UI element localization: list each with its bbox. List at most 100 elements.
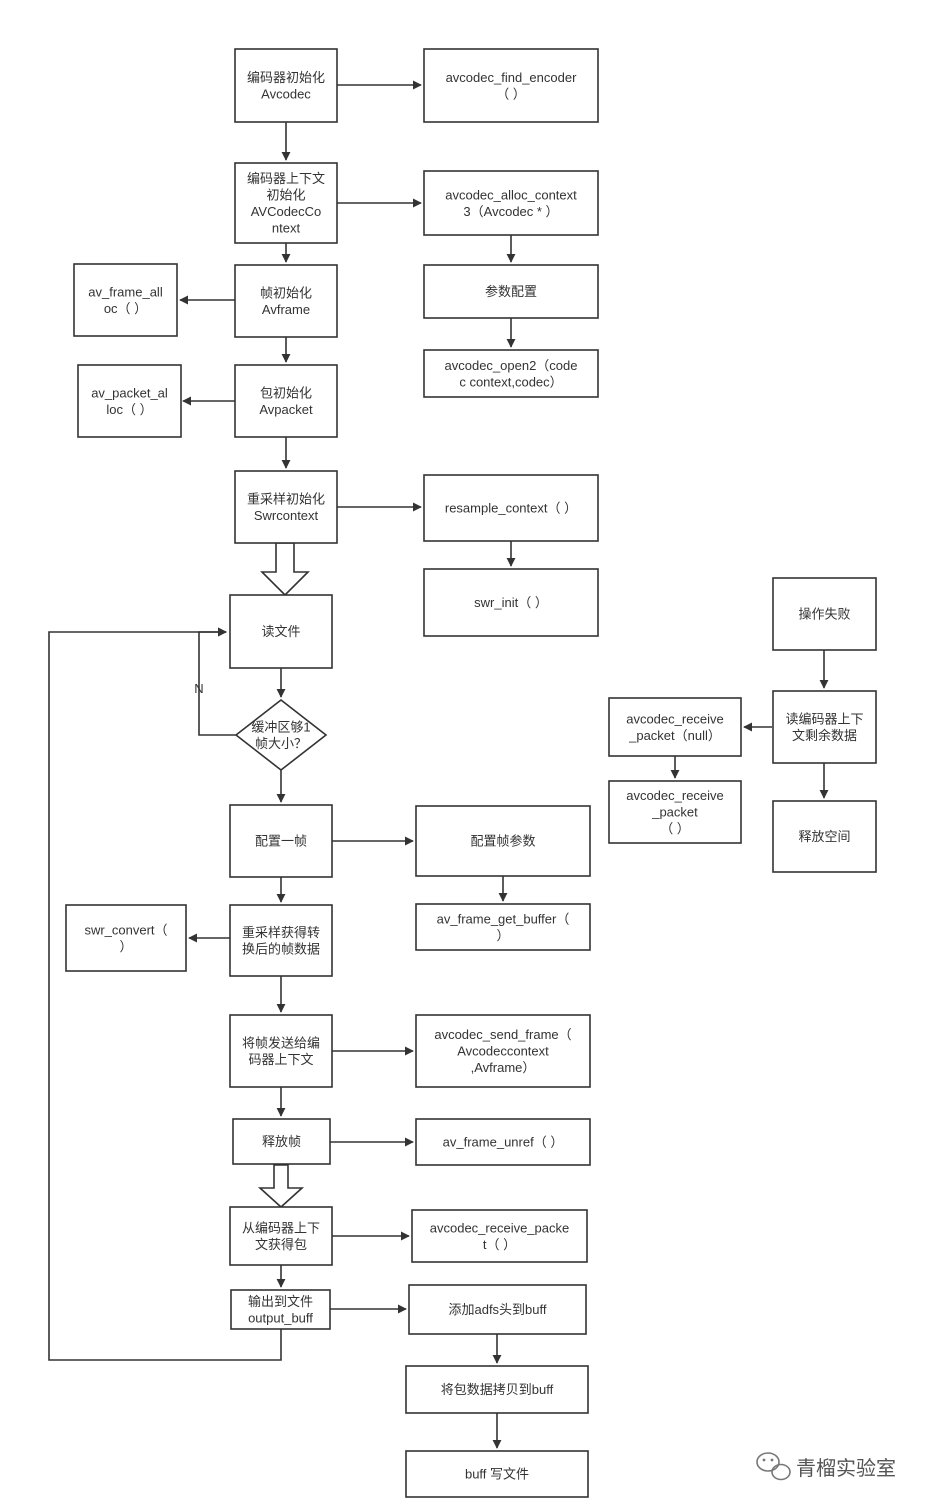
node-label-line: ）: [496, 928, 509, 943]
node-receive-null: avcodec_receive _packet（null）: [608, 697, 742, 757]
node-label-line: 包初始化: [260, 385, 312, 400]
node-shape: [77, 364, 182, 438]
node-label-line: 读文件: [261, 624, 300, 639]
node-shape: [73, 263, 178, 337]
node-shape: [423, 48, 599, 123]
node-shape: [408, 1284, 587, 1335]
node-label-line: avcodec_receive: [626, 788, 724, 803]
node-label-line: 读编码器上下: [785, 711, 863, 726]
node-label-line: _packet: [651, 805, 698, 820]
node-label-line: 码器上下文: [248, 1052, 313, 1067]
watermark-text: 青榴实验室: [796, 1456, 896, 1480]
node-frame-unref: av_frame_unref（ ）: [415, 1118, 591, 1166]
node-config-frame-params: 配置帧参数: [415, 805, 591, 877]
node-shape: [415, 903, 591, 951]
hollow-arrow-to-read-file: [260, 542, 310, 597]
node-label-line: swr_convert（: [84, 922, 167, 937]
node-shape: [411, 1209, 588, 1263]
node-label-line: 参数配置: [485, 284, 537, 299]
node-release-space: 释放空间: [772, 800, 877, 873]
node-label-line: 编码器上下文: [247, 171, 325, 186]
node-label-line: 释放空间: [798, 829, 850, 844]
node-label-line: 配置帧参数: [470, 834, 535, 849]
node-shape: [772, 800, 877, 873]
node-shape: [423, 170, 599, 236]
node-shape: [229, 904, 333, 977]
node-shape: [423, 264, 599, 319]
node-label-line: 编码器初始化: [247, 70, 325, 85]
node-add-adfs: 添加adfs头到buff: [408, 1284, 587, 1335]
node-label-line: 初始化: [266, 187, 305, 202]
node-label-line: avcodec_receive_packe: [430, 1220, 569, 1235]
node-label-line: 从编码器上下: [242, 1220, 320, 1235]
node-shape: [423, 349, 599, 398]
node-shape: [423, 474, 599, 542]
node-shape: [230, 1289, 331, 1330]
node-label-line: avcodec_alloc_context: [445, 187, 577, 202]
node-label-line: AVCodecCo: [251, 204, 322, 219]
node-label-line: _packet（null）: [628, 728, 721, 743]
node-shape: [415, 1118, 591, 1166]
node-shape: [415, 805, 591, 877]
node-label-line: 缓冲区够1: [251, 719, 310, 734]
node-shape: [65, 904, 187, 972]
node-label-line: Swrcontext: [254, 508, 319, 523]
node-label-line: avcodec_receive: [626, 711, 724, 726]
node-alloc-context: avcodec_alloc_context 3（Avcodec * ）: [423, 170, 599, 236]
node-shape: [405, 1365, 589, 1414]
edge-label-no: N: [194, 681, 203, 696]
node-shape: [234, 264, 338, 338]
node-send-frame-fn: avcodec_send_frame（Avcodeccontext,Avfram…: [415, 1014, 591, 1088]
node-label-line: 帧大小？: [255, 736, 307, 751]
node-packet-alloc: av_packet_alloc（ ）: [77, 364, 182, 438]
node-shape: [234, 364, 338, 438]
node-shape: [229, 1206, 333, 1266]
hollow-arrow-to-get-packet: [257, 1164, 305, 1209]
node-shape: [234, 48, 338, 123]
edges: [48, 80, 829, 1449]
node-swr-convert: swr_convert（ ）: [65, 904, 187, 972]
node-copy-packet: 将包数据拷贝到buff: [405, 1365, 589, 1414]
node-label-line: 文获得包: [255, 1237, 307, 1252]
node-label-line: 释放帧: [262, 1134, 301, 1149]
node-label-line: 将帧发送给编: [242, 1035, 320, 1050]
node-label-line: 操作失败: [798, 607, 850, 622]
node-label-line: ）: [119, 939, 132, 954]
node-label-line: av_frame_get_buffer（: [437, 911, 570, 926]
node-op-fail: 操作失败: [772, 577, 877, 651]
node-label-line: ,Avframe）: [471, 1060, 536, 1075]
node-label-line: Avcodec: [261, 86, 311, 101]
node-label-line: （ ）: [660, 821, 690, 836]
node-label-line: Avcodeccontext: [457, 1044, 549, 1059]
node-label-line: avcodec_find_encoder: [446, 70, 577, 85]
node-label-line: loc（ ）: [106, 402, 152, 417]
node-label-line: 配置一帧: [255, 834, 307, 849]
node-label-line: av_frame_unref（ ）: [443, 1135, 564, 1150]
node-find-encoder: avcodec_find_encoder（ ）: [423, 48, 599, 123]
node-read-file: 读文件: [229, 594, 333, 669]
node-label-line: 文剩余数据: [792, 728, 857, 743]
node-shape: [232, 1118, 331, 1165]
wechat-icon: [756, 1452, 791, 1481]
node-label-line: resample_context（ ）: [445, 501, 577, 516]
node-label-line: 3（Avcodec * ）: [463, 204, 558, 219]
node-shape: [772, 690, 877, 764]
node-shape: [234, 698, 328, 772]
node-frame-get-buffer: av_frame_get_buffer（ ）: [415, 903, 591, 951]
node-label-line: 重采样初始化: [247, 491, 325, 506]
node-shape: [229, 1014, 333, 1088]
node-label-line: av_frame_all: [88, 284, 163, 299]
node-shape: [229, 594, 333, 669]
node-shape: [405, 1450, 589, 1498]
node-buffer-check: 缓冲区够1 帧大小？: [234, 698, 328, 772]
node-param-config: 参数配置: [423, 264, 599, 319]
node-release-frame: 释放帧: [232, 1118, 331, 1165]
node-label-line: 将包数据拷贝到buff: [441, 1382, 554, 1397]
